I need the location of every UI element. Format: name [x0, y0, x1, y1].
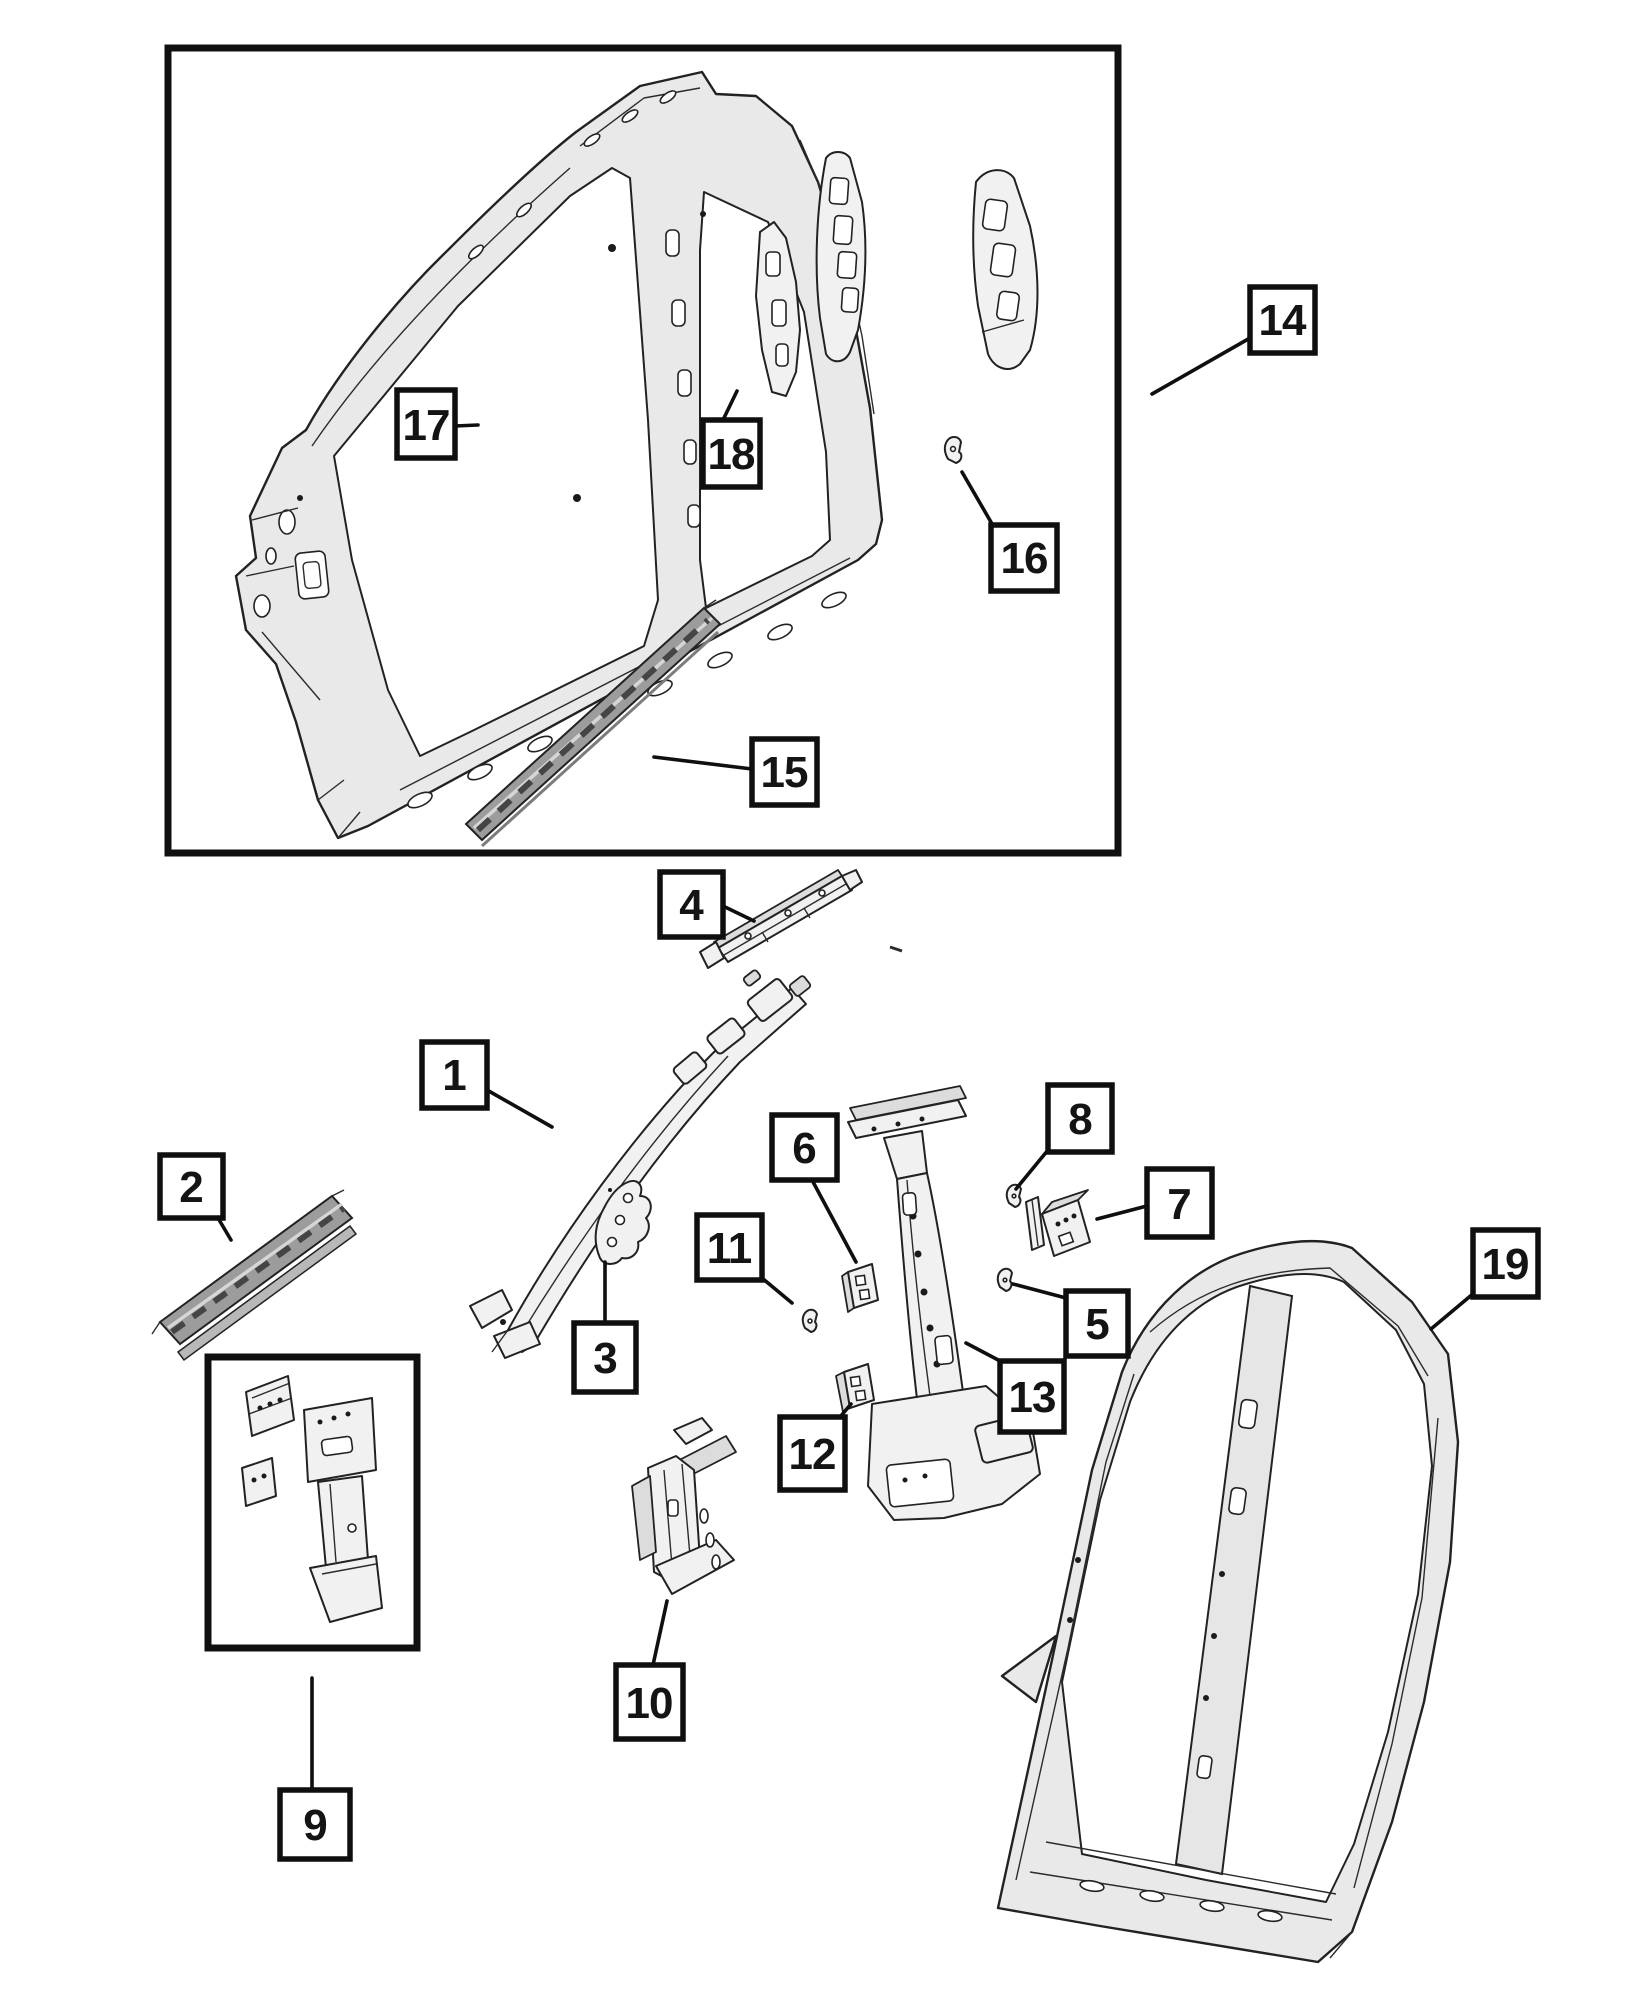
callout-11-label: 11 — [707, 1224, 752, 1273]
callout-12-label: 12 — [789, 1430, 836, 1479]
callout-1-label: 1 — [442, 1051, 466, 1100]
part-8-clip-drawing — [1005, 1183, 1022, 1208]
part-3-bracket-drawing — [594, 1180, 652, 1265]
part-1-a-pillar-reinforcement-drawing — [469, 969, 812, 1359]
callout-1-box[interactable] — [419, 1039, 490, 1111]
part-9-kit-outline-box — [204, 1353, 421, 1652]
callout-4[interactable]: 4 — [657, 869, 726, 940]
part-4-rail-strip-drawing — [699, 869, 903, 969]
leader-18 — [721, 389, 739, 422]
callout-15[interactable]: 15 — [749, 736, 820, 808]
callout-7-box[interactable] — [1144, 1166, 1215, 1240]
part-18-pillar-reinforcement-strips-drawing — [755, 151, 867, 397]
callout-3-label: 3 — [593, 1334, 616, 1383]
callout-9-label: 9 — [303, 1801, 326, 1850]
leader-lines — [216, 336, 1476, 1792]
callout-6-box[interactable] — [769, 1112, 840, 1183]
leader-15 — [652, 755, 754, 771]
callout-5[interactable]: 5 — [1063, 1288, 1131, 1359]
callout-18-label: 18 — [708, 430, 755, 479]
callout-15-box[interactable] — [749, 736, 820, 808]
rear-rail-segment-drawing — [972, 169, 1039, 370]
leader-8 — [1014, 1148, 1050, 1191]
part-19-rear-body-side-aperture-drawing — [996, 1239, 1460, 1964]
leader-13 — [964, 1341, 1004, 1364]
callout-7[interactable]: 7 — [1144, 1166, 1215, 1240]
leader-10 — [651, 1599, 669, 1667]
callout-1[interactable]: 1 — [419, 1039, 490, 1111]
part-5-clip-drawing — [996, 1267, 1013, 1292]
part-9-hinge-pillar-kit-drawing — [241, 1375, 383, 1623]
callout-13-label: 13 — [1009, 1373, 1056, 1422]
callout-8-label: 8 — [1068, 1095, 1092, 1144]
callout-14-box[interactable] — [1247, 284, 1318, 356]
part-14-body-side-aperture-drawing — [234, 70, 884, 840]
callout-2-label: 2 — [179, 1163, 202, 1212]
leader-4 — [721, 904, 756, 923]
callout-6[interactable]: 6 — [769, 1112, 840, 1183]
callout-10[interactable]: 10 — [613, 1662, 686, 1742]
callout-14[interactable]: 14 — [1247, 284, 1318, 356]
callout-17-label: 17 — [403, 401, 450, 450]
leader-11 — [760, 1276, 794, 1305]
leader-17 — [453, 423, 480, 428]
callout-19-label: 19 — [1482, 1240, 1529, 1289]
callout-8[interactable]: 8 — [1045, 1082, 1115, 1155]
leader-14 — [1150, 336, 1252, 396]
callout-18[interactable]: 18 — [700, 417, 763, 490]
callout-9-box[interactable] — [277, 1787, 353, 1862]
callout-10-label: 10 — [626, 1679, 673, 1728]
main-assembly-outline-box — [164, 44, 1122, 857]
callout-8-box[interactable] — [1045, 1082, 1115, 1155]
callout-14-label: 14 — [1259, 296, 1307, 345]
callout-7-label: 7 — [1167, 1180, 1190, 1229]
callout-16-label: 16 — [1001, 534, 1048, 583]
callout-13[interactable]: 13 — [997, 1358, 1067, 1435]
sill-holes — [407, 591, 847, 809]
callout-16[interactable]: 16 — [988, 522, 1060, 594]
callout-12-box[interactable] — [777, 1414, 848, 1493]
part-11-clip-drawing — [801, 1308, 818, 1333]
callout-10-box[interactable] — [613, 1662, 686, 1742]
callout-3[interactable]: 3 — [571, 1320, 639, 1395]
callout-4-label: 4 — [679, 881, 704, 930]
callout-11-box[interactable] — [694, 1212, 765, 1283]
leader-19 — [1429, 1291, 1476, 1331]
callout-19[interactable]: 19 — [1470, 1227, 1541, 1300]
callout-6-label: 6 — [792, 1124, 815, 1173]
callout-9[interactable]: 9 — [277, 1787, 353, 1862]
part-16-clip-drawing — [943, 436, 963, 464]
part-7-bracket-drawing — [1025, 1189, 1091, 1257]
callout-3-box[interactable] — [571, 1320, 639, 1395]
callout-2-box[interactable] — [157, 1152, 226, 1221]
callout-16-box[interactable] — [988, 522, 1060, 594]
part-10-pillar-bracket-drawing — [631, 1417, 737, 1595]
leader-1 — [485, 1088, 554, 1129]
part-6-retainer-drawing — [841, 1263, 879, 1313]
callout-17[interactable]: 17 — [394, 387, 458, 461]
callout-5-label: 5 — [1085, 1300, 1109, 1349]
part-13-b-pillar-assembly-drawing — [847, 1085, 1041, 1521]
leader-6 — [810, 1178, 858, 1264]
callout-2[interactable]: 2 — [157, 1152, 226, 1221]
part-15-sill-trim-strip-drawing — [464, 599, 722, 848]
leader-5 — [1011, 1282, 1068, 1300]
callout-12[interactable]: 12 — [777, 1414, 848, 1493]
part-2-sill-strip-drawing — [151, 1189, 358, 1362]
b-pillar-holes — [665, 229, 701, 528]
leader-7 — [1095, 1204, 1149, 1221]
callout-13-box[interactable] — [997, 1358, 1067, 1435]
part-12-retainer-drawing — [835, 1363, 875, 1413]
callout-15-label: 15 — [761, 748, 808, 797]
callout-19-box[interactable] — [1470, 1227, 1541, 1300]
leader-16 — [960, 470, 997, 531]
leader-2 — [216, 1216, 233, 1242]
callout-17-box[interactable] — [394, 387, 458, 461]
callout-4-box[interactable] — [657, 869, 726, 940]
callout-18-box[interactable] — [700, 417, 763, 490]
callout-11[interactable]: 11 — [694, 1212, 765, 1283]
callout-5-box[interactable] — [1063, 1288, 1131, 1359]
